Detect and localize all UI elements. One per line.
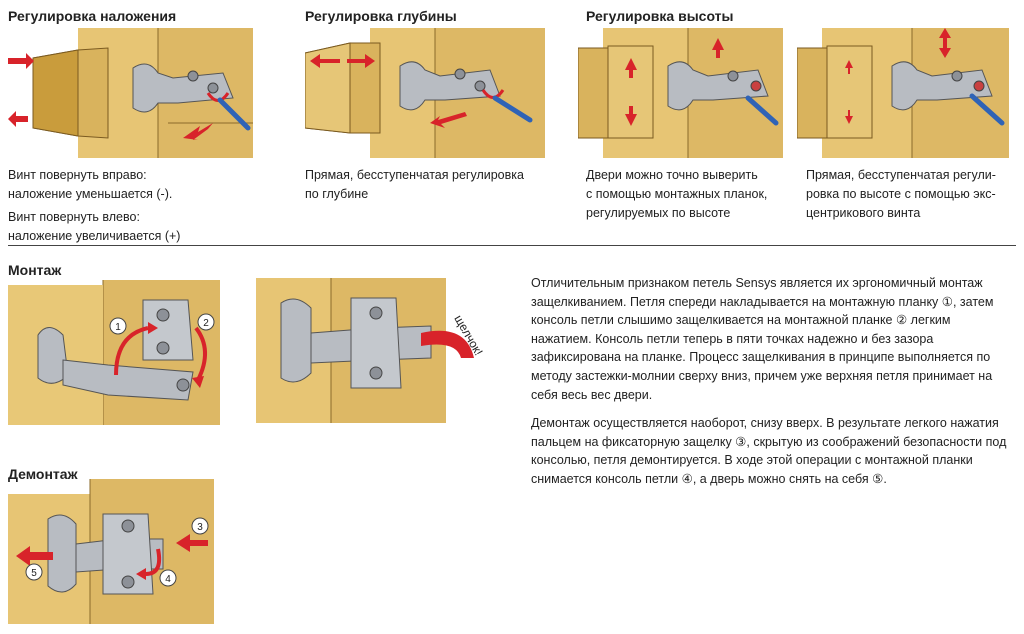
caption-height-plate: Двери можно точно выверить с помощью мон… (586, 166, 796, 223)
caption-line: Прямая, бесступенчатая регули- (806, 168, 996, 182)
section-title-overlay: Регулировка наложения (8, 8, 177, 24)
height-adjustment-plate-illustration (578, 28, 783, 158)
caption-line: регулируемых по высоте (586, 206, 731, 220)
step-3-label: 3 (197, 522, 203, 533)
depth-adjustment-illustration (305, 28, 545, 158)
caption-line: Двери можно точно выверить (586, 168, 758, 182)
caption-line: с помощью монтажных планок, (586, 187, 768, 201)
caption-height-eccentric: Прямая, бесступенчатая регули- ровка по … (806, 166, 1016, 223)
caption-line: Винт повернуть влево: (8, 210, 140, 224)
step-1-label: 1 (115, 322, 121, 333)
caption-line: ровка по высоте с помощью экс- (806, 187, 996, 201)
caption-line: центрикового винта (806, 206, 921, 220)
mounting-click-illustration: щелчок! (256, 278, 486, 423)
caption-line: по глубине (305, 187, 369, 201)
section-title-height: Регулировка высоты (586, 8, 734, 24)
dismounting-illustration: 5 3 4 (8, 479, 214, 624)
section-divider (8, 245, 1016, 246)
caption-overlay: Винт повернуть вправо: наложение уменьша… (8, 166, 268, 246)
caption-line: Прямая, бесступенчатая регулировка (305, 168, 524, 182)
section-title-depth: Регулировка глубины (305, 8, 457, 24)
caption-line: наложение уменьшается (-). (8, 187, 173, 201)
caption-line: Винт повернуть вправо: (8, 168, 147, 182)
height-adjustment-eccentric-illustration (797, 28, 1009, 158)
caption-line: наложение увеличивается (+) (8, 229, 181, 243)
overlay-adjustment-illustration (8, 28, 253, 158)
step-2-label: 2 (203, 318, 209, 329)
step-5-label: 5 (31, 568, 37, 579)
dismounting-title: Демонтаж (8, 466, 78, 482)
description-text: Отличительным признаком петель Sensys яв… (531, 274, 1011, 499)
mounting-illustration: 1 2 (8, 280, 220, 425)
step-4-label: 4 (165, 574, 171, 585)
description-paragraph: Отличительным признаком петель Sensys яв… (531, 276, 994, 402)
caption-depth: Прямая, бесступенчатая регулировка по гл… (305, 166, 565, 204)
description-paragraph: Демонтаж осуществляется наоборот, снизу … (531, 416, 1007, 486)
mounting-title: Монтаж (8, 262, 62, 278)
